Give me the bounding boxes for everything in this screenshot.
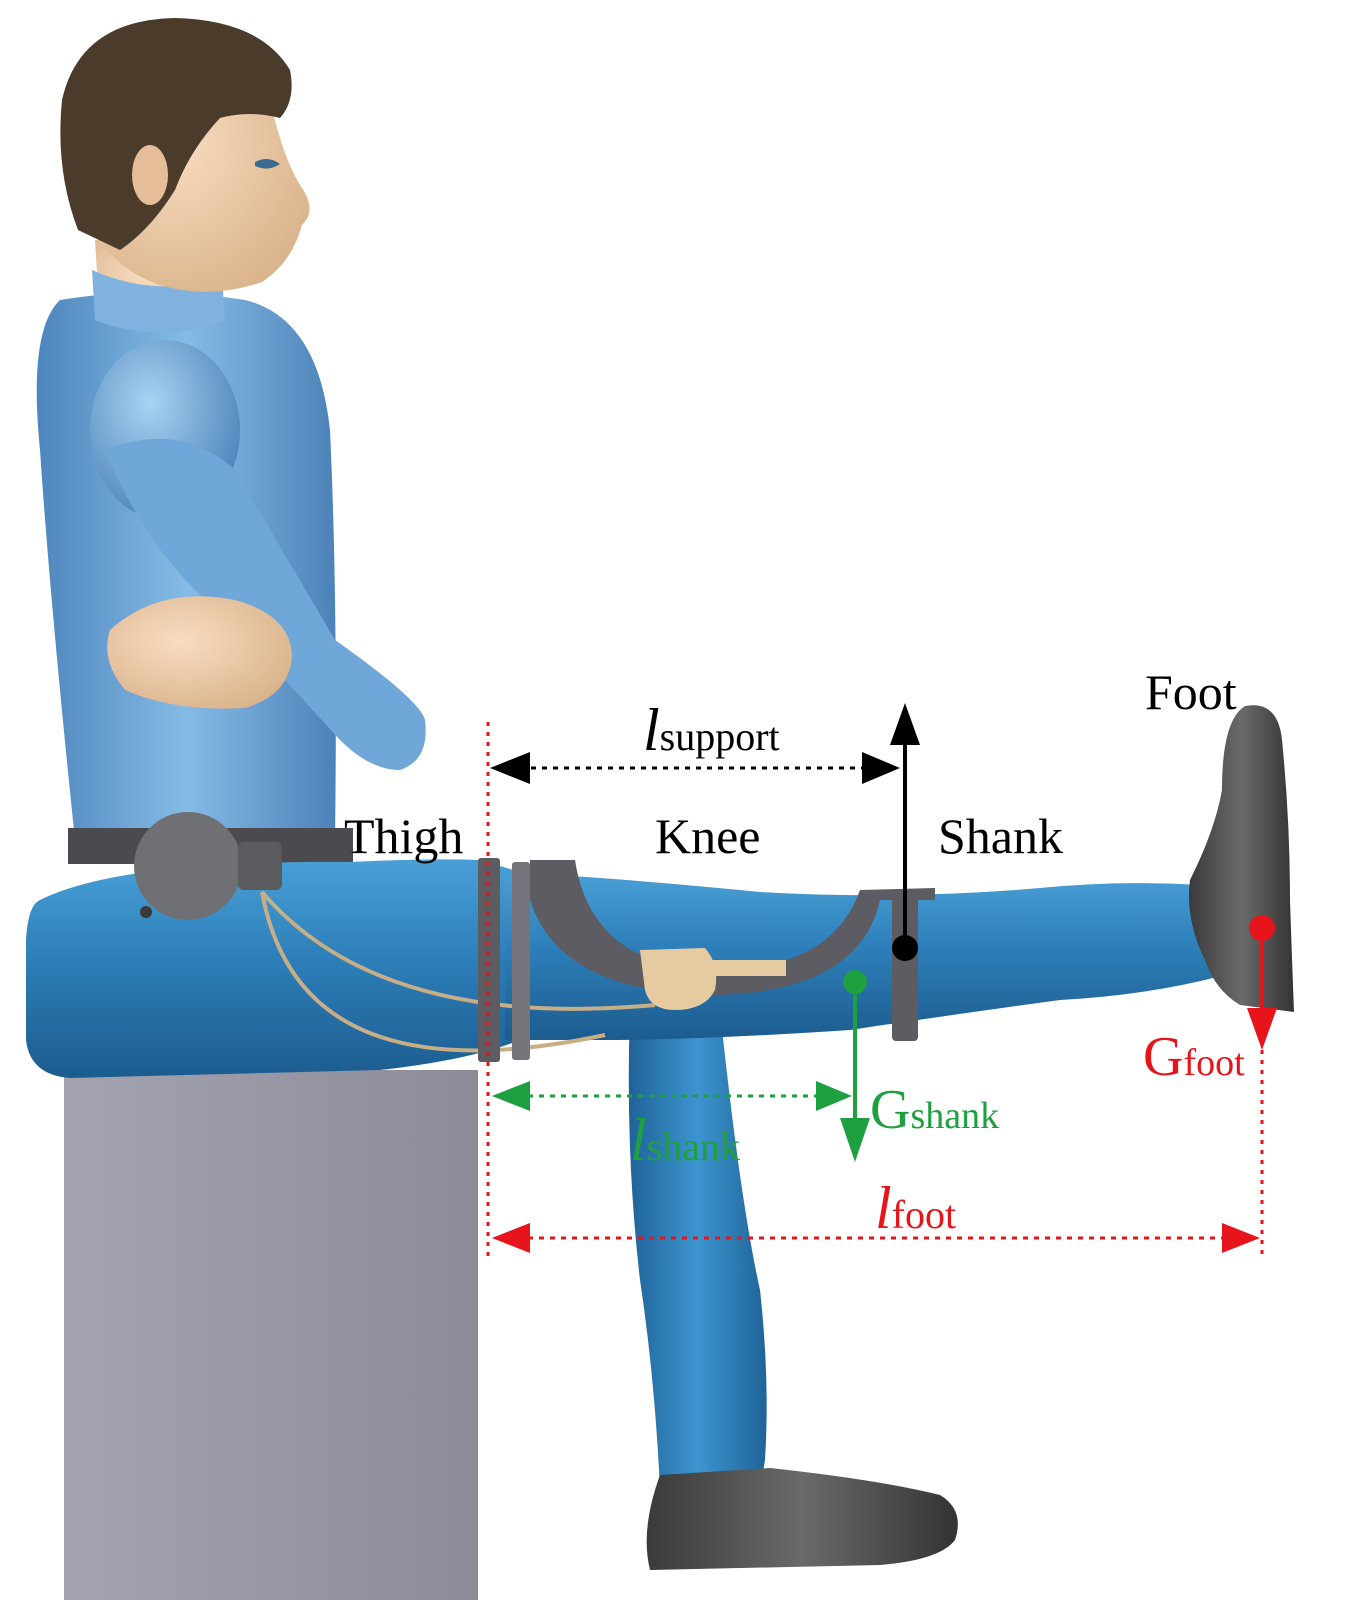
label-shank: Shank: [938, 808, 1063, 864]
shank-cuff: [892, 895, 918, 1041]
symbol-l-foot: l: [875, 1175, 892, 1241]
label-g-foot: Gfoot: [1143, 1026, 1245, 1088]
symbol-g-shank: G: [870, 1079, 910, 1141]
arrowhead-support-right: [862, 752, 900, 784]
knee-joint: [640, 948, 717, 1010]
knee-brace: [530, 860, 935, 995]
sub-l-support: support: [660, 714, 780, 759]
thigh-cuff-2: [512, 862, 530, 1060]
label-g-shank: Gshank: [870, 1079, 999, 1141]
hair: [60, 18, 292, 250]
support-force-arrowhead: [890, 703, 920, 745]
arrowhead-foot-right: [1222, 1223, 1260, 1253]
hip-actuator-body: [238, 842, 282, 890]
knee-link: [708, 960, 786, 976]
symbol-l-support: l: [643, 697, 660, 763]
label-l-shank: lshank: [630, 1107, 740, 1173]
hanging-shin: [628, 1010, 767, 1490]
support-point: [892, 935, 918, 961]
foot-force-arrowhead: [1247, 1008, 1277, 1050]
hand: [107, 596, 292, 709]
label-foot: Foot: [1145, 664, 1237, 720]
arrowhead-shank-right: [816, 1081, 852, 1111]
seat-block: [64, 1070, 478, 1600]
sub-l-shank: shank: [647, 1124, 740, 1169]
label-l-foot: lfoot: [875, 1175, 956, 1241]
symbol-l-shank: l: [630, 1107, 647, 1173]
sub-l-foot: foot: [892, 1192, 956, 1237]
label-knee: Knee: [655, 808, 761, 864]
ear: [132, 145, 168, 205]
label-thigh: Thigh: [344, 808, 463, 864]
cable-1: [260, 890, 656, 1011]
thigh-cuff-1: [478, 858, 500, 1062]
label-l-support: lsupport: [643, 697, 780, 763]
upper-arm: [105, 438, 426, 770]
hip-actuator: [134, 812, 242, 920]
pants-thigh: [26, 859, 520, 1078]
arrowhead-support-left: [490, 752, 530, 784]
hip-actuator-bolt: [140, 906, 152, 918]
hanging-shoe: [646, 1468, 958, 1570]
symbol-g-foot: G: [1143, 1026, 1183, 1088]
arrowhead-foot-left: [492, 1223, 530, 1253]
sub-g-shank: shank: [910, 1095, 999, 1137]
arrowhead-shank-left: [492, 1081, 530, 1111]
eye: [255, 158, 280, 169]
shank-force-arrowhead: [840, 1118, 870, 1162]
sub-g-foot: foot: [1183, 1042, 1245, 1084]
